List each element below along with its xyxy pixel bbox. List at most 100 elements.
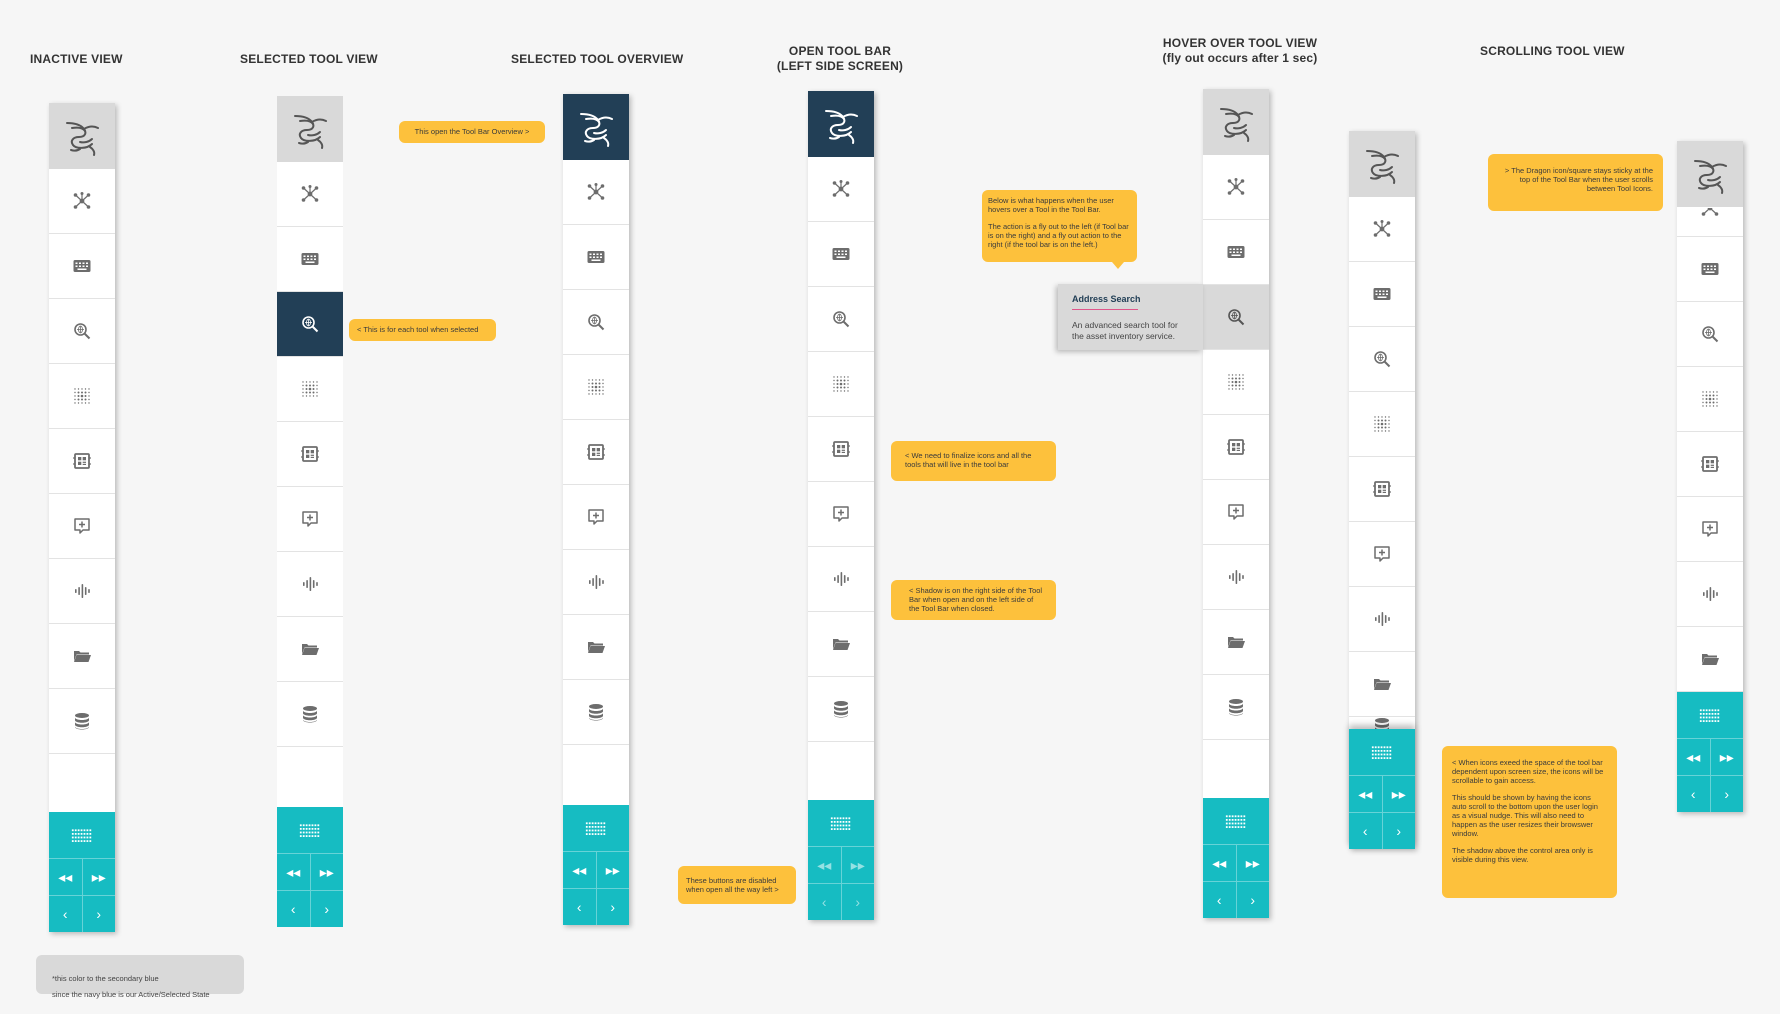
keyboard-icon[interactable]	[1203, 220, 1269, 285]
rewind-button[interactable]: ◂◂	[1212, 854, 1227, 871]
add-comment-icon[interactable]	[1677, 497, 1743, 562]
address-search-icon[interactable]	[49, 299, 115, 364]
folder-icon[interactable]	[808, 612, 874, 677]
fast-forward-button[interactable]: ▸▸	[595, 852, 630, 888]
keypad-grid-icon[interactable]	[1677, 692, 1743, 739]
previous-button[interactable]: ‹	[1216, 892, 1222, 908]
database-icon[interactable]	[563, 680, 629, 745]
next-button[interactable]: ›	[840, 884, 875, 920]
fast-forward-button[interactable]: ▸▸	[1709, 739, 1744, 775]
waveform-icon[interactable]	[1677, 562, 1743, 627]
widget-icon[interactable]	[49, 429, 115, 494]
previous-button[interactable]: ‹	[821, 894, 827, 910]
keypad-grid-icon[interactable]	[808, 800, 874, 847]
rewind-button[interactable]: ◂◂	[58, 868, 73, 885]
previous-button[interactable]: ‹	[1362, 823, 1368, 839]
address-search-icon[interactable]	[277, 292, 343, 357]
widget-icon[interactable]	[1349, 457, 1415, 522]
next-button[interactable]: ›	[595, 889, 630, 925]
dot-grid-icon[interactable]	[277, 357, 343, 422]
fast-forward-button[interactable]: ▸▸	[81, 859, 116, 895]
network-icon[interactable]	[808, 157, 874, 222]
rewind-button[interactable]: ◂◂	[817, 856, 832, 873]
keyboard-icon[interactable]	[808, 222, 874, 287]
folder-icon[interactable]	[277, 617, 343, 682]
rewind-button[interactable]: ◂◂	[286, 863, 301, 880]
keypad-grid-icon[interactable]	[1349, 729, 1415, 776]
dragon-logo-icon[interactable]	[808, 91, 874, 157]
next-button[interactable]: ›	[1381, 813, 1416, 849]
keyboard-icon[interactable]	[1677, 237, 1743, 302]
network-icon[interactable]	[1203, 155, 1269, 220]
widget-icon[interactable]	[808, 417, 874, 482]
add-comment-icon[interactable]	[1203, 480, 1269, 545]
address-search-icon[interactable]	[808, 287, 874, 352]
folder-icon[interactable]	[1349, 652, 1415, 717]
database-icon[interactable]	[277, 682, 343, 747]
widget-icon[interactable]	[1677, 432, 1743, 497]
fast-forward-button[interactable]: ▸▸	[1235, 845, 1270, 881]
previous-button[interactable]: ‹	[290, 901, 296, 917]
dot-grid-icon[interactable]	[563, 355, 629, 420]
fast-forward-button[interactable]: ▸▸	[309, 854, 344, 890]
address-search-icon[interactable]	[1203, 285, 1269, 350]
next-button[interactable]: ›	[1709, 776, 1744, 812]
waveform-icon[interactable]	[563, 550, 629, 615]
keyboard-icon[interactable]	[49, 234, 115, 299]
keypad-grid-icon[interactable]	[1203, 798, 1269, 845]
keyboard-icon[interactable]	[563, 225, 629, 290]
database-icon[interactable]	[808, 677, 874, 742]
add-comment-icon[interactable]	[1349, 522, 1415, 587]
database-icon[interactable]	[1203, 675, 1269, 740]
dot-grid-icon[interactable]	[808, 352, 874, 417]
address-search-icon[interactable]	[1677, 302, 1743, 367]
waveform-icon[interactable]	[1349, 587, 1415, 652]
waveform-icon[interactable]	[1203, 545, 1269, 610]
rewind-button[interactable]: ◂◂	[1686, 748, 1701, 765]
widget-icon[interactable]	[1203, 415, 1269, 480]
add-comment-icon[interactable]	[808, 482, 874, 547]
folder-icon[interactable]	[563, 615, 629, 680]
folder-icon[interactable]	[49, 624, 115, 689]
widget-icon[interactable]	[563, 420, 629, 485]
dot-grid-icon[interactable]	[49, 364, 115, 429]
rewind-button[interactable]: ◂◂	[1358, 785, 1373, 802]
waveform-icon[interactable]	[277, 552, 343, 617]
network-icon[interactable]	[1677, 208, 1743, 237]
dragon-logo-icon[interactable]	[1677, 141, 1743, 207]
dragon-logo-icon[interactable]	[1203, 89, 1269, 155]
dot-grid-icon[interactable]	[1349, 392, 1415, 457]
next-button[interactable]: ›	[309, 891, 344, 927]
address-search-icon[interactable]	[563, 290, 629, 355]
next-button[interactable]: ›	[81, 896, 116, 932]
rewind-button[interactable]: ◂◂	[572, 861, 587, 878]
add-comment-icon[interactable]	[563, 485, 629, 550]
dragon-logo-icon[interactable]	[49, 103, 115, 169]
dragon-logo-icon[interactable]	[277, 96, 343, 162]
previous-button[interactable]: ‹	[576, 899, 582, 915]
folder-icon[interactable]	[1677, 627, 1743, 692]
network-icon[interactable]	[1349, 197, 1415, 262]
keyboard-icon[interactable]	[277, 227, 343, 292]
keypad-grid-icon[interactable]	[49, 812, 115, 859]
widget-icon[interactable]	[277, 422, 343, 487]
add-comment-icon[interactable]	[49, 494, 115, 559]
previous-button[interactable]: ‹	[62, 906, 68, 922]
add-comment-icon[interactable]	[277, 487, 343, 552]
dot-grid-icon[interactable]	[1203, 350, 1269, 415]
keypad-grid-icon[interactable]	[563, 805, 629, 852]
database-icon[interactable]	[49, 689, 115, 754]
dragon-logo-icon[interactable]	[563, 94, 629, 160]
address-search-icon[interactable]	[1349, 327, 1415, 392]
dragon-logo-icon[interactable]	[1349, 131, 1415, 197]
database-icon[interactable]	[1349, 717, 1415, 729]
waveform-icon[interactable]	[808, 547, 874, 612]
keyboard-icon[interactable]	[1349, 262, 1415, 327]
fast-forward-button[interactable]: ▸▸	[840, 847, 875, 883]
network-icon[interactable]	[563, 160, 629, 225]
keypad-grid-icon[interactable]	[277, 807, 343, 854]
waveform-icon[interactable]	[49, 559, 115, 624]
next-button[interactable]: ›	[1235, 882, 1270, 918]
dot-grid-icon[interactable]	[1677, 367, 1743, 432]
fast-forward-button[interactable]: ▸▸	[1381, 776, 1416, 812]
